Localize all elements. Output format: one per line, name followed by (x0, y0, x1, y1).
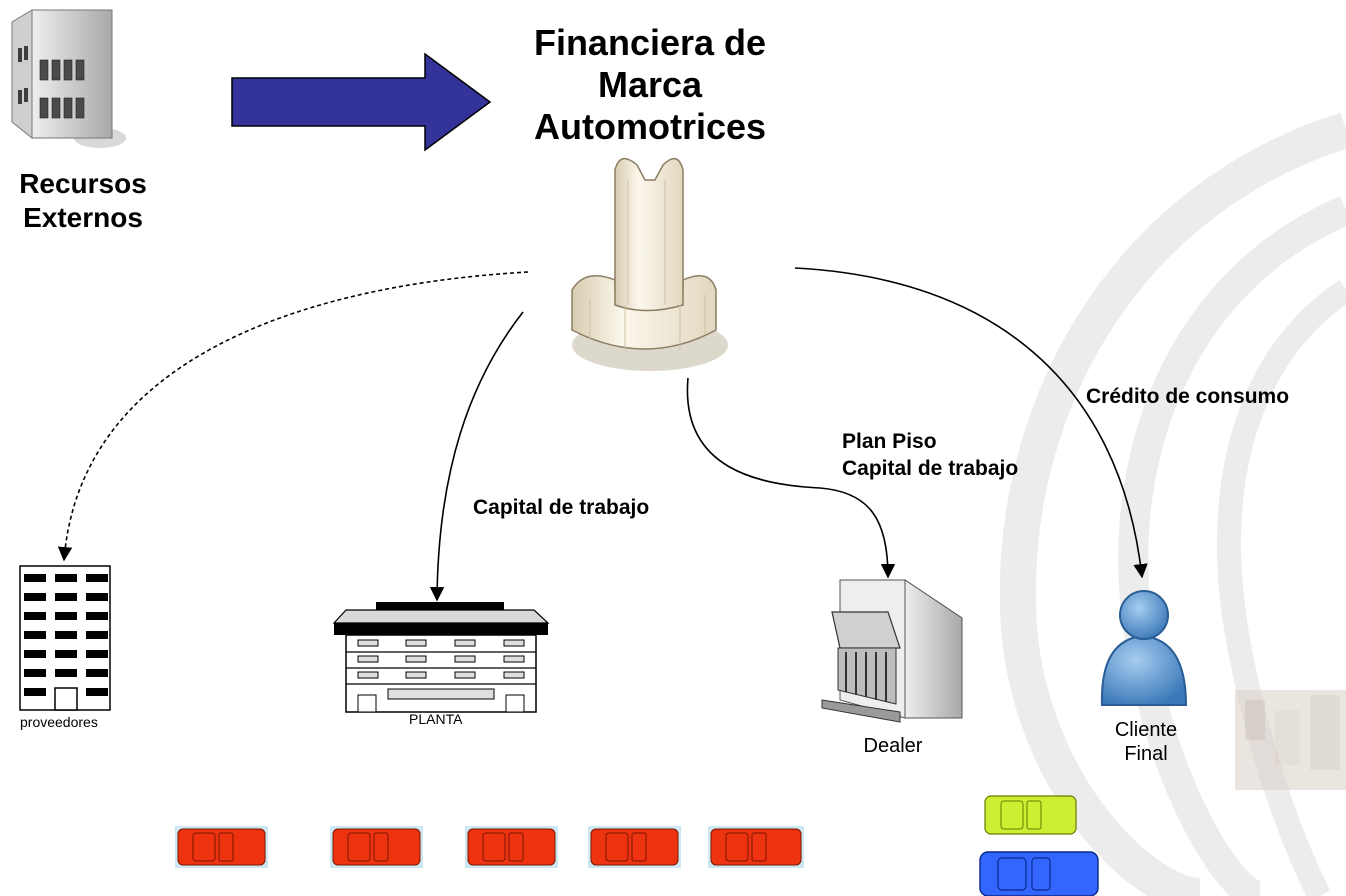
diagram-title: Financiera de Marca Automotrices (500, 22, 800, 148)
floor-plan-label: Plan Piso Capital de trabajo (842, 428, 1082, 482)
end-client-line-2: Final (1124, 743, 1168, 765)
building-icon (11, 9, 126, 148)
floor-plan-line-2: Capital de trabajo (842, 457, 1019, 480)
floor-plan-line-1: Plan Piso (842, 430, 937, 453)
car-row (175, 795, 1099, 896)
car-icon (330, 826, 423, 868)
title-line-3: Automotrices (533, 106, 767, 147)
suppliers-label: proveedores (20, 714, 98, 730)
car-icon (984, 795, 1077, 835)
title-line-1: Financiera de (533, 22, 767, 63)
suppliers-flow (57, 271, 529, 562)
car-icon (588, 826, 681, 868)
end-client-label: Cliente Final (1100, 718, 1192, 766)
external-resources-label: Recursos Externos (0, 167, 166, 235)
working-capital-label: Capital de trabajo (473, 496, 650, 519)
bank-dealer-icon (821, 579, 963, 723)
car-icon (708, 826, 804, 868)
person-icon (1100, 590, 1188, 706)
factory-icon (332, 602, 550, 713)
flow-connectors (57, 267, 1148, 602)
external-resources-line-2: Externos (23, 202, 143, 233)
office-tower-icon (19, 565, 111, 711)
dealer-label: Dealer (863, 735, 923, 757)
plant-label: PLANTA (409, 711, 463, 727)
plant-flow (429, 311, 524, 602)
title-line-2: Marca (597, 64, 703, 105)
car-icon (175, 826, 268, 868)
external-resources-line-1: Recursos (19, 168, 147, 199)
column-pillar-icon (571, 157, 728, 371)
city-photo-watermark (1235, 690, 1346, 790)
funding-arrow-icon (231, 52, 492, 152)
client-flow (794, 267, 1148, 579)
car-icon (979, 851, 1099, 896)
dealer-flow (686, 377, 896, 579)
car-icon (465, 826, 558, 868)
end-client-line-1: Cliente (1114, 719, 1178, 741)
consumer-credit-label: Crédito de consumo (1086, 385, 1290, 408)
